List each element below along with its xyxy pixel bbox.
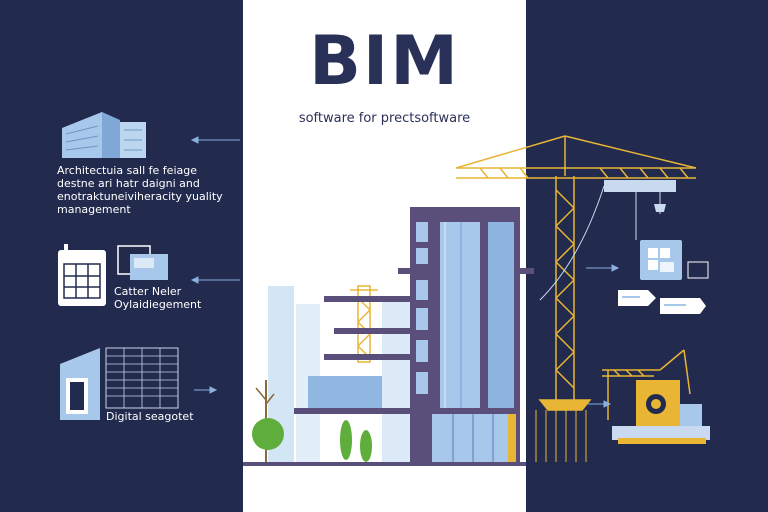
model-panel-icon: [640, 240, 709, 280]
calendar-icon: [58, 244, 168, 306]
arrow-right-icon: [194, 386, 218, 394]
feature-caption-schedule: Catter Neler Oylaidiegement: [114, 285, 202, 311]
arrow-right-icon: [586, 264, 620, 272]
page-subtitle: software for prectsoftware: [298, 111, 471, 126]
excavator-icon: [602, 349, 710, 444]
crane-cable: [539, 185, 605, 301]
feature-caption-architecture: Architectuia sall fe feiage destne ari h…: [57, 164, 223, 216]
arrow-right-icon: [588, 400, 612, 408]
glass-tower: [382, 300, 412, 462]
ground-line: [243, 462, 526, 466]
left-panel: [0, 0, 243, 512]
tag-panel-icon: [618, 290, 706, 314]
crane-trolley: [604, 180, 676, 192]
document-icon: [60, 347, 179, 420]
hook-block: [654, 204, 666, 212]
tower-crane: [455, 135, 697, 411]
bush-icon: [340, 420, 372, 462]
feature-caption-digital: Digital seagotet: [106, 410, 194, 423]
crane-hook-icon: [635, 192, 661, 240]
page-title: BIM: [309, 22, 460, 101]
arrow-left-icon: [190, 136, 240, 144]
main-building: [294, 207, 534, 462]
arrow-left-icon: [190, 276, 240, 284]
crane-foundation: [535, 410, 587, 462]
tree-icon: [252, 380, 284, 462]
building-icon: [62, 112, 146, 158]
